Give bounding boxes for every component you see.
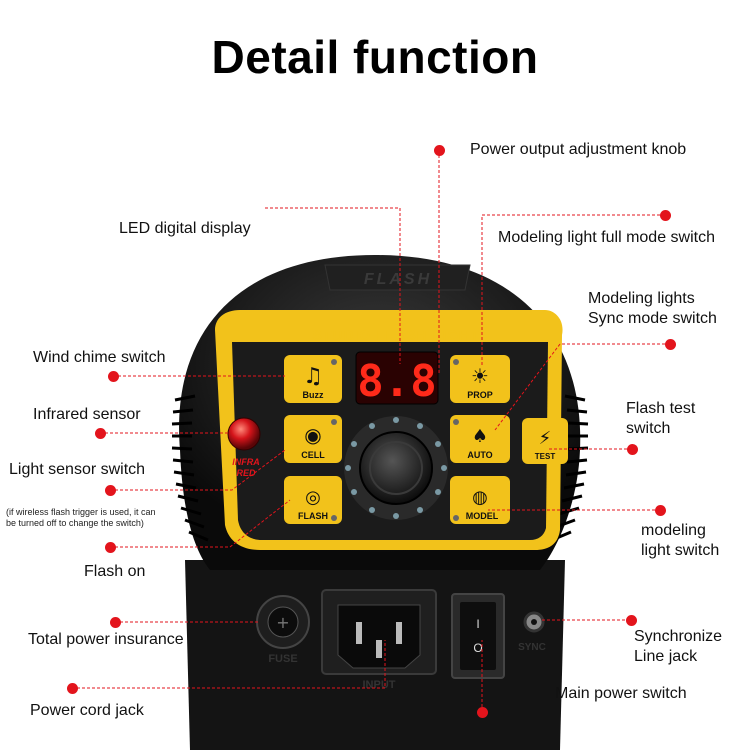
label-sync-jack-1: Synchronize: [634, 628, 723, 645]
dot-modeling-switch: [655, 505, 666, 516]
dot-power-cord: [67, 683, 78, 694]
label-main-power: Main power switch: [555, 685, 687, 702]
svg-text:+: +: [276, 613, 289, 632]
svg-text:SYNC: SYNC: [518, 642, 546, 653]
dot-modeling-sync: [665, 339, 676, 350]
dot-flash-on: [105, 542, 116, 553]
button-test: ⚡ TEST: [522, 418, 568, 464]
svg-text:MODEL: MODEL: [466, 511, 499, 521]
button-prop: ☀ PROP: [450, 355, 510, 403]
svg-text:☀: ☀: [471, 364, 489, 388]
svg-text:PROP: PROP: [467, 390, 493, 400]
label-sync-jack-2: Line jack: [634, 648, 698, 665]
svg-text:◉: ◉: [304, 423, 321, 447]
button-model: ◍ MODEL: [450, 476, 510, 524]
label-modeling-switch-2: light switch: [641, 542, 720, 559]
dot-wind-chime: [108, 371, 119, 382]
dot-power-knob: [434, 145, 445, 156]
label-modeling-switch-1: modeling: [641, 522, 706, 539]
label-modeling-sync-2: Sync mode switch: [588, 310, 717, 327]
dot-modeling-full: [660, 210, 671, 221]
dot-flash-test: [627, 444, 638, 455]
label-modeling-sync-1: Modeling lights: [588, 290, 695, 307]
svg-text:I: I: [476, 617, 479, 631]
infrared-sensor: [227, 417, 261, 451]
label-flash-test-2: switch: [626, 420, 671, 437]
svg-text:CELL: CELL: [301, 450, 325, 460]
label-led-display: LED digital display: [119, 220, 251, 237]
button-auto: ♠ AUTO: [450, 415, 510, 463]
button-buzz: ♫ Buzz: [284, 355, 342, 403]
label-wind-chime: Wind chime switch: [33, 349, 166, 366]
label-flash-on: Flash on: [84, 563, 146, 580]
dot-main-power: [477, 707, 488, 718]
dot-light-sensor: [105, 485, 116, 496]
svg-text:FUSE: FUSE: [268, 653, 297, 665]
button-cell: ◉ CELL: [284, 415, 342, 463]
label-total-power: Total power insurance: [28, 631, 184, 648]
label-power-knob: Power output adjustment knob: [470, 141, 687, 158]
svg-text:RED: RED: [236, 468, 256, 478]
label-light-sensor-note-2: be turned off to change the switch): [6, 518, 144, 528]
label-infrared: Infrared sensor: [33, 406, 141, 423]
page-title: Detail function: [211, 31, 539, 83]
dot-total-power: [110, 617, 121, 628]
button-flash: ◎ FLASH: [284, 476, 342, 524]
label-power-cord: Power cord jack: [30, 702, 144, 719]
svg-text:AUTO: AUTO: [467, 450, 492, 460]
label-flash-test-1: Flash test: [626, 400, 696, 417]
svg-text:INFRA: INFRA: [232, 457, 260, 467]
svg-text:FLASH: FLASH: [298, 511, 328, 521]
svg-text:Buzz: Buzz: [303, 390, 324, 400]
svg-text:◍: ◍: [472, 487, 488, 508]
label-light-sensor-note-1: (if wireless flash trigger is used, it c…: [6, 507, 156, 517]
knob-ring-leds: [345, 417, 447, 519]
panel-title: STUDIO FLASH LIGHT: [312, 327, 479, 343]
svg-text:TEST: TEST: [535, 452, 556, 461]
svg-text:INPUT: INPUT: [363, 679, 396, 691]
svg-text:♫: ♫: [303, 364, 323, 389]
dot-sync-jack: [626, 615, 637, 626]
brand-plate-text: FLASH: [364, 271, 432, 288]
led-display-value: 8.8: [357, 356, 436, 407]
svg-text:⚡: ⚡: [539, 428, 552, 449]
svg-text:♠: ♠: [472, 426, 488, 447]
label-light-sensor: Light sensor switch: [9, 461, 146, 478]
svg-text:◎: ◎: [305, 487, 321, 508]
svg-text:O: O: [473, 641, 482, 655]
dot-infrared: [95, 428, 106, 439]
label-modeling-full: Modeling light full mode switch: [498, 229, 715, 246]
